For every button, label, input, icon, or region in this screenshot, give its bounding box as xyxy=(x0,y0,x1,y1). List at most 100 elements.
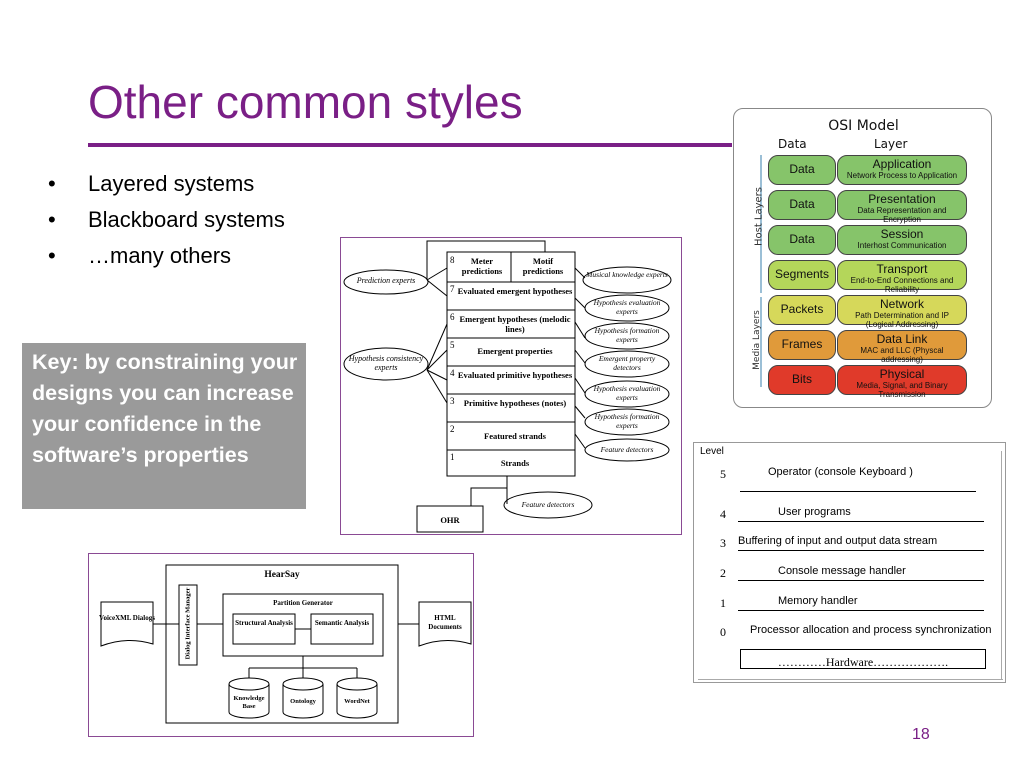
dialog-manager: Dialog Interface Manager xyxy=(184,587,192,660)
osi-data-unit-label: Frames xyxy=(781,337,823,351)
host-layers-bracket xyxy=(760,155,762,293)
database-label: WordNet xyxy=(344,698,370,705)
hearsay-connectors xyxy=(100,564,472,724)
level-number: 6 xyxy=(450,312,455,322)
level-divider xyxy=(738,610,984,611)
osi-title: OSI Model xyxy=(828,118,899,134)
level-number: 1 xyxy=(720,596,726,610)
osi-data-unit-label: Data xyxy=(789,232,815,246)
bullet-glyph: • xyxy=(48,171,56,196)
bullet-glyph: • xyxy=(48,243,56,268)
bullet-item: • Blackboard systems xyxy=(48,204,308,236)
osi-data-unit: Frames xyxy=(768,330,836,360)
expert-label: Prediction experts xyxy=(356,276,416,285)
expert-label: Hypothesis formation experts xyxy=(594,412,660,430)
blackboard-figure: 8 7 6 5 4 3 2 1 Meter predictions Motif … xyxy=(340,237,682,535)
level-number: 7 xyxy=(450,284,455,294)
level-text: User programs xyxy=(778,506,851,518)
osi-layer-description: Interhost Communication xyxy=(857,241,947,250)
osi-layer-name: Data Link xyxy=(876,332,928,346)
expert-label: Hypothesis consistency experts xyxy=(348,354,424,372)
levels-heading: Level xyxy=(700,446,724,457)
levels-right-border xyxy=(1001,451,1002,679)
level-number: 8 xyxy=(450,255,455,265)
osi-header-layer: Layer xyxy=(874,137,908,151)
level-label: Meter predictions xyxy=(461,256,503,276)
osi-data-unit: Bits xyxy=(768,365,836,395)
levels-figure: Level 5 Operator (console Keyboard ) 4 U… xyxy=(693,442,1006,683)
bullet-text: Blackboard systems xyxy=(88,207,285,232)
osi-layer-name: Network xyxy=(879,297,924,311)
structural-analysis: Structural Analysis xyxy=(235,619,293,627)
level-divider xyxy=(738,580,984,581)
voicexml-doc: VoiceXML Dialogs xyxy=(99,614,155,622)
level-label: Strands xyxy=(500,458,530,468)
level-label: Evaluated emergent hypotheses xyxy=(457,286,573,296)
osi-layer-name: Physical xyxy=(879,367,925,381)
level-number: 1 xyxy=(450,452,455,462)
bullet-text: …many others xyxy=(88,243,232,268)
level-label: Evaluated primitive hypotheses xyxy=(457,370,573,380)
osi-data-unit-label: Data xyxy=(789,197,815,211)
osi-layer-name: Transport xyxy=(876,262,928,276)
bullet-text: Layered systems xyxy=(88,171,255,196)
level-number: 3 xyxy=(450,396,455,406)
expert-label: Hypothesis evaluation experts xyxy=(593,298,661,316)
osi-data-unit: Data xyxy=(768,155,836,185)
expert-label: Feature detectors xyxy=(521,500,575,509)
level-text: Memory handler xyxy=(778,595,858,607)
level-label: Featured strands xyxy=(484,431,546,441)
level-text: Console message handler xyxy=(778,565,906,577)
key-callout: Key: by constraining your designs you ca… xyxy=(22,343,306,509)
level-number: 4 xyxy=(450,368,455,378)
osi-layer-description: Data Representation and Encryption xyxy=(857,206,947,224)
blackboard-connectors xyxy=(343,240,672,533)
osi-layer-name: Presentation xyxy=(868,192,936,206)
hearsay-figure: HearSay VoiceXML Dialogs HTML Documents … xyxy=(88,553,474,737)
expert-label: Feature detectors xyxy=(600,445,654,454)
osi-model-figure: OSI Model Data Layer Host Layers Media L… xyxy=(733,108,992,408)
osi-layer-description: Path Determination and IP (Logical Addre… xyxy=(855,311,949,329)
level-label: Emergent properties xyxy=(477,346,553,356)
partition-generator: Partition Generator xyxy=(273,599,333,607)
expert-label: Musical knowledge experts xyxy=(586,270,668,279)
level-divider xyxy=(738,521,984,522)
hearsay-title: HearSay xyxy=(264,570,300,580)
osi-data-unit: Data xyxy=(768,190,836,220)
level-label: Primitive hypotheses (notes) xyxy=(463,398,567,408)
osi-data-unit: Packets xyxy=(768,295,836,325)
level-divider xyxy=(738,550,984,551)
osi-layer-description: Network Process to Application xyxy=(846,171,958,180)
bullet-glyph: • xyxy=(48,207,56,232)
slide-title: Other common styles xyxy=(88,76,523,128)
bullet-item: • …many others xyxy=(48,240,308,272)
database-label: Ontology xyxy=(290,698,316,705)
level-text: Processor allocation and process synchro… xyxy=(750,624,992,636)
level-label: Emergent hypotheses (melodic lines) xyxy=(459,314,571,334)
expert-label: Hypothesis formation experts xyxy=(594,326,660,344)
osi-header-data: Data xyxy=(778,137,807,151)
osi-data-unit-label: Data xyxy=(789,162,815,176)
osi-data-unit: Data xyxy=(768,225,836,255)
bullet-item: • Layered systems xyxy=(48,168,308,200)
page-number: 18 xyxy=(912,726,930,743)
bullet-list: • Layered systems • Blackboard systems • …m… xyxy=(48,168,308,276)
title-underline xyxy=(88,143,732,147)
level-number: 5 xyxy=(720,467,726,481)
osi-layer-name: Application xyxy=(872,157,932,171)
expert-label: Emergent property detectors xyxy=(598,354,656,372)
level-text: Buffering of input and output data strea… xyxy=(738,535,938,547)
level-number: 2 xyxy=(720,566,726,580)
osi-data-unit-label: Bits xyxy=(791,372,812,386)
level-label: Motif predictions xyxy=(522,256,564,276)
media-layers-bracket xyxy=(760,297,762,387)
level-number: 5 xyxy=(450,340,455,350)
osi-data-unit: Segments xyxy=(768,260,836,290)
osi-layer-description: Media, Signal, and Binary Transmission xyxy=(856,381,948,399)
